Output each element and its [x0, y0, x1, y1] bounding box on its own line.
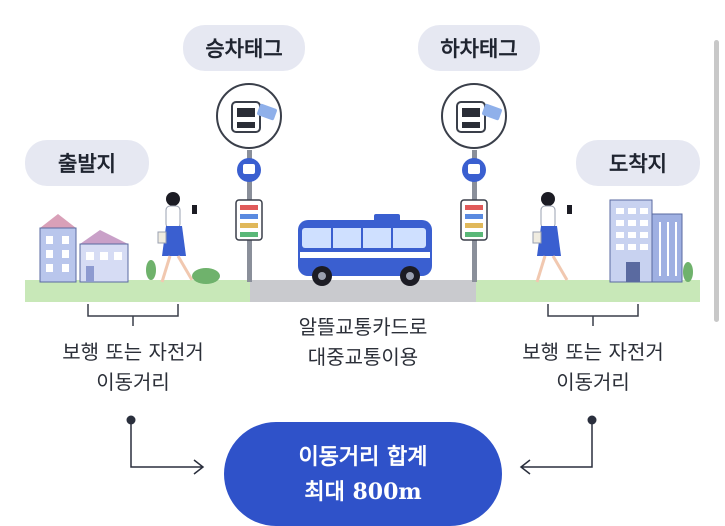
- pedestrian-icon: [157, 192, 197, 283]
- center-caption: 알뜰교통카드로 대중교통이용: [250, 312, 476, 372]
- right-distance-bracket: [547, 304, 639, 326]
- bus-icon: [298, 214, 432, 286]
- destination-label: 도착지: [576, 140, 700, 186]
- left-arrow: [130, 420, 205, 475]
- right-arrow: [519, 420, 593, 475]
- left-caption-line2: 이동거리: [96, 370, 170, 394]
- road: [250, 280, 476, 302]
- bush-icon: [192, 268, 220, 284]
- right-caption: 보행 또는 자전거 이동거리: [480, 337, 706, 397]
- left-caption: 보행 또는 자전거 이동거리: [20, 337, 246, 397]
- journey-illustration: [25, 83, 700, 475]
- left-caption-line1: 보행 또는 자전거: [62, 340, 204, 364]
- total-distance-title: 이동거리 합계: [298, 445, 428, 470]
- right-caption-line2: 이동거리: [556, 370, 630, 394]
- right-caption-line1: 보행 또는 자전거: [522, 340, 664, 364]
- origin-label: 출발지: [25, 140, 149, 186]
- boarding-stop-pole: [216, 83, 282, 282]
- tree-icon: [683, 262, 693, 282]
- alighting-stop-pole: [441, 83, 507, 282]
- alighting-tag-label: 하차태그: [418, 25, 540, 71]
- scrollbar[interactable]: [714, 40, 719, 322]
- left-ground: [25, 280, 250, 302]
- center-caption-line2: 대중교통이용: [307, 345, 419, 369]
- pedestrian-icon: [532, 192, 572, 283]
- houses-icon: [39, 214, 129, 283]
- left-distance-bracket: [87, 304, 179, 326]
- center-caption-line1: 알뜰교통카드로: [298, 315, 428, 339]
- total-distance-badge: 이동거리 합계 최대 800m: [224, 422, 502, 526]
- total-distance-value: 최대 800m: [304, 479, 422, 505]
- boarding-tag-label: 승차태그: [183, 25, 305, 71]
- right-ground: [476, 280, 700, 302]
- office-building-icon: [609, 199, 683, 283]
- tree-icon: [146, 260, 156, 280]
